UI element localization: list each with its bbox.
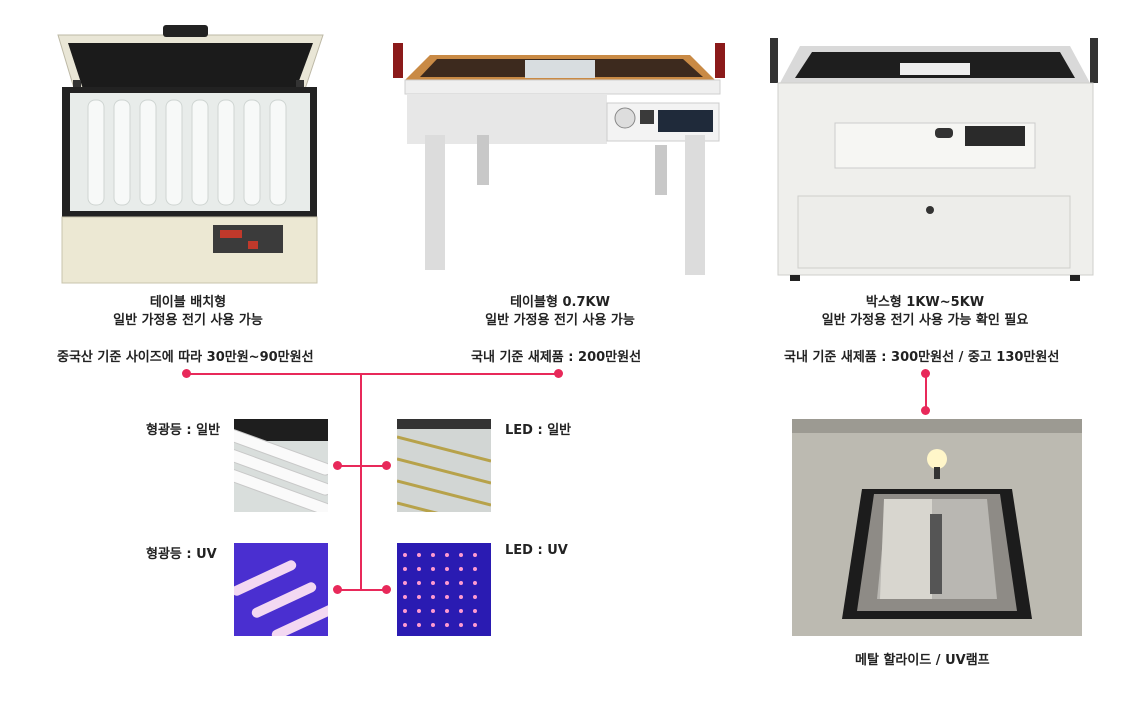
connector-box-vertical [925, 374, 927, 410]
lamp-label-fluorescent-uv: 형광등 : UV [146, 547, 217, 562]
price-china: 중국산 기준 사이즈에 따라 30만원~90만원선 [57, 350, 314, 365]
connector-branch-top [338, 465, 386, 467]
lamp-label-led-normal: LED : 일반 [505, 423, 572, 438]
connector-dot-box [921, 369, 930, 378]
product-name: 테이블 배치형 [149, 295, 227, 310]
lamp-label-fluorescent-normal: 형광등 : 일반 [146, 423, 221, 438]
metal-halide-image [792, 419, 1082, 636]
price-domestic-box: 국내 기준 새제품 : 300만원선 / 중고 130만원선 [784, 350, 1060, 365]
product-desc: 일반 가정용 전기 사용 가능 [113, 313, 263, 328]
led-normal-image [397, 419, 491, 512]
product-caption-table: 테이블형 0.7KW 일반 가정용 전기 사용 가능 [460, 294, 660, 330]
connector-horizontal [186, 373, 559, 375]
connector-dot-box-bottom [921, 406, 930, 415]
product-name: 박스형 1KW~5KW [865, 295, 985, 310]
lamp-label-led-uv: LED : UV [505, 543, 568, 558]
connector-dot-right [554, 369, 563, 378]
fluorescent-uv-image [234, 543, 328, 636]
table-batch-unit-image [48, 25, 328, 287]
fluorescent-normal-image [234, 419, 328, 512]
price-domestic-table: 국내 기준 새제품 : 200만원선 [471, 350, 642, 365]
product-caption-table-batch: 테이블 배치형 일반 가정용 전기 사용 가능 [88, 294, 288, 330]
box-type-unit-image [770, 28, 1105, 283]
connector-branch-bottom [338, 589, 386, 591]
lamp-label-metal-halide: 메탈 할라이드 / UV램프 [855, 653, 990, 668]
connector-dot [382, 585, 391, 594]
table-type-unit-image [385, 35, 735, 285]
product-desc: 일반 가정용 전기 사용 가능 확인 필요 [821, 313, 1029, 328]
connector-dot [333, 585, 342, 594]
connector-dot-left [182, 369, 191, 378]
product-desc: 일반 가정용 전기 사용 가능 [485, 313, 635, 328]
connector-dot [382, 461, 391, 470]
led-uv-image [397, 543, 491, 636]
connector-dot [333, 461, 342, 470]
product-caption-box: 박스형 1KW~5KW 일반 가정용 전기 사용 가능 확인 필요 [795, 294, 1055, 330]
connector-vertical [360, 374, 362, 590]
product-name: 테이블형 0.7KW [510, 295, 610, 310]
